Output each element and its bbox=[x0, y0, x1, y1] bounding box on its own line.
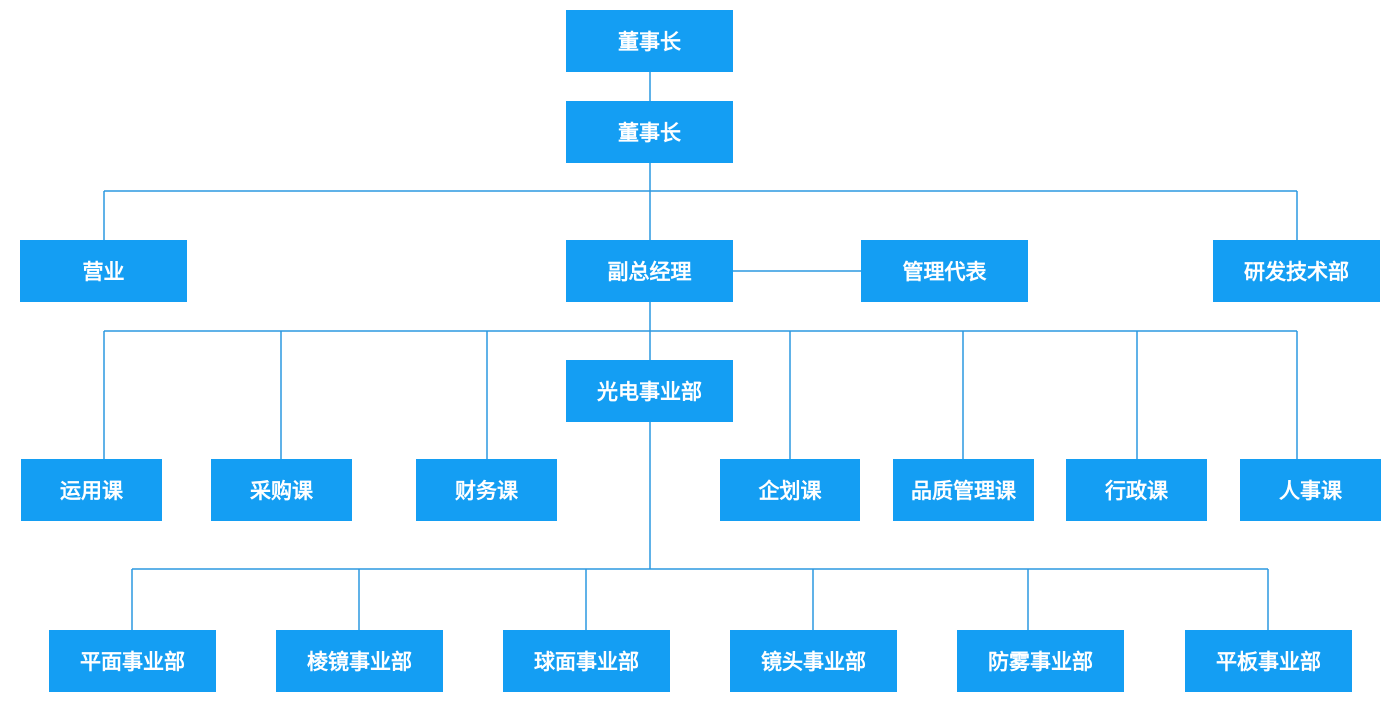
node-flat: 平面事业部 bbox=[49, 630, 216, 692]
node-sales: 营业 bbox=[20, 240, 187, 302]
node-chairman-2: 董事长 bbox=[566, 101, 733, 163]
node-antifog: 防雾事业部 bbox=[957, 630, 1124, 692]
node-rd: 研发技术部 bbox=[1213, 240, 1380, 302]
node-tablet: 平板事业部 bbox=[1185, 630, 1352, 692]
node-finance: 财务课 bbox=[416, 459, 557, 521]
node-prism: 棱镜事业部 bbox=[276, 630, 443, 692]
node-spherical: 球面事业部 bbox=[503, 630, 670, 692]
node-purchasing: 采购课 bbox=[211, 459, 352, 521]
node-lens: 镜头事业部 bbox=[730, 630, 897, 692]
node-chairman: 董事长 bbox=[566, 10, 733, 72]
node-vice-gm: 副总经理 bbox=[566, 240, 733, 302]
node-admin: 行政课 bbox=[1066, 459, 1207, 521]
node-mgmt-rep: 管理代表 bbox=[861, 240, 1028, 302]
node-ops: 运用课 bbox=[21, 459, 162, 521]
node-quality: 品质管理课 bbox=[893, 459, 1034, 521]
node-hr: 人事课 bbox=[1240, 459, 1381, 521]
node-planning: 企划课 bbox=[720, 459, 860, 521]
node-optoelectronics: 光电事业部 bbox=[566, 360, 733, 422]
